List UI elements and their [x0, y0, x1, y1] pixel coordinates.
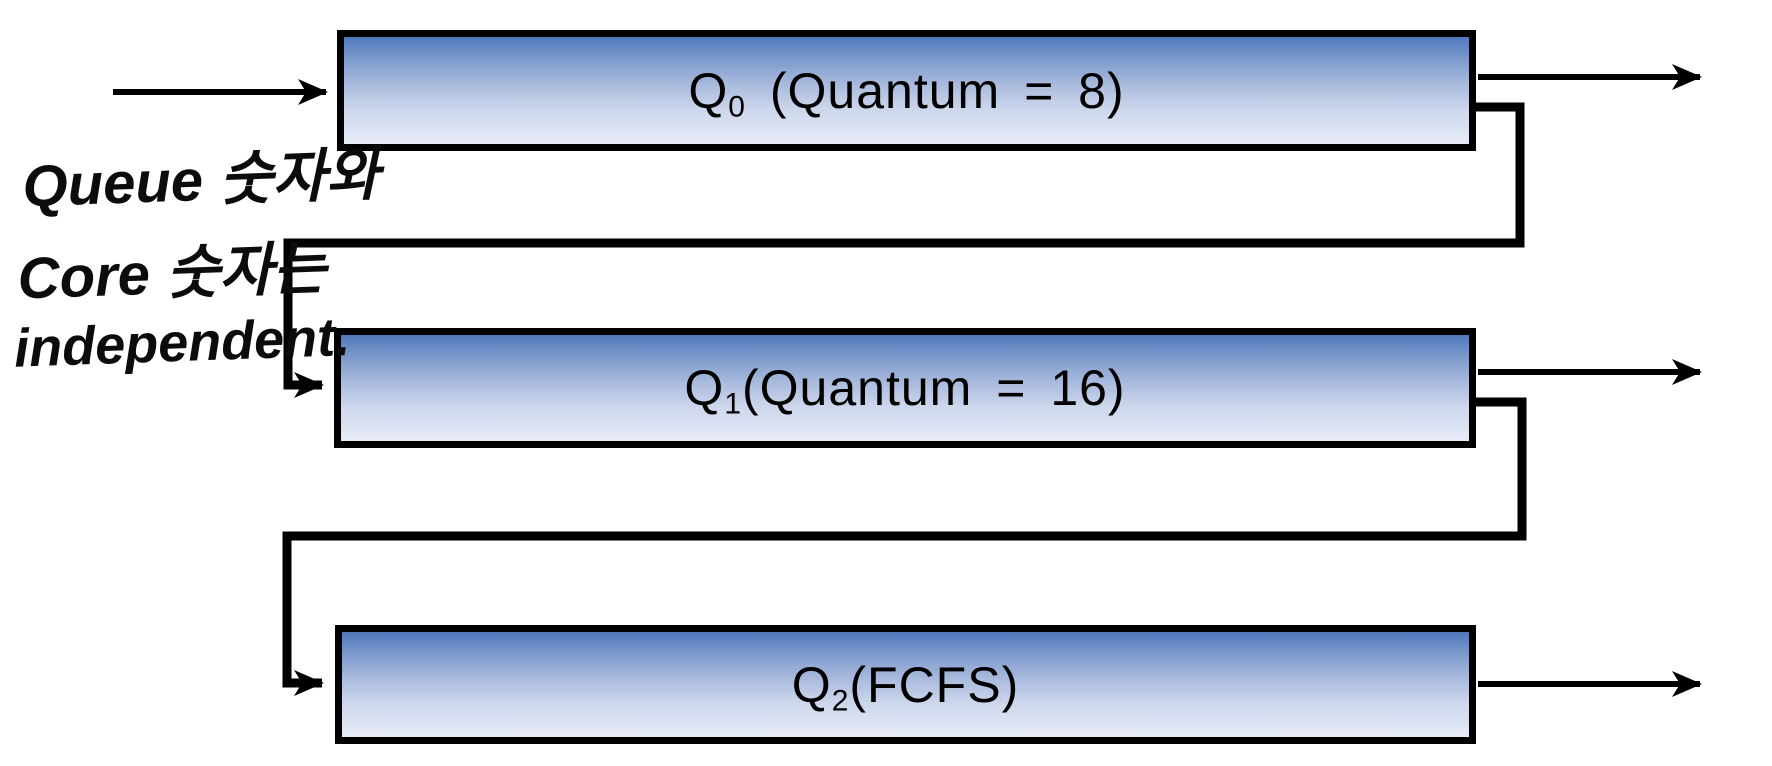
queue-subscript-q0: 0 [728, 89, 746, 123]
queue-subscript-q2: 2 [831, 683, 850, 717]
queue-box-q0: Q0 (Quantum = 8) [337, 30, 1476, 151]
queue-box-q1: Q1(Quantum = 16) [334, 328, 1476, 448]
queue-box-q2: Q2(FCFS) [335, 625, 1476, 744]
queue-subscript-q1: 1 [724, 387, 743, 421]
queue-label-q1: Q1(Quantum = 16) [684, 360, 1126, 421]
q1-to-q2-feedback-arrow [282, 397, 1527, 696]
queue-label-q2: Q2(FCFS) [791, 656, 1020, 717]
q0-to-q1-feedback-arrow [283, 102, 1525, 398]
queue-label-q0: Q0 (Quantum = 8) [688, 62, 1125, 123]
